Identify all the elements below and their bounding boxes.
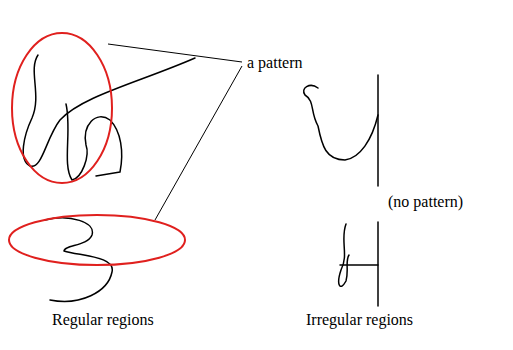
region-caption: Regular regions	[52, 310, 154, 329]
horizontal-line	[340, 264, 378, 266]
leader-line	[108, 44, 242, 62]
vertical-line	[377, 75, 379, 186]
scribble-stroke	[339, 224, 349, 286]
scribble-stroke	[23, 55, 195, 166]
scribble-stroke	[45, 218, 112, 301]
annotation-label: (no pattern)	[388, 192, 463, 211]
region-caption: Irregular regions	[306, 310, 413, 329]
highlight-ellipse	[12, 33, 112, 183]
highlight-ellipse	[9, 215, 185, 265]
leader-line	[155, 66, 242, 220]
scribble-stroke	[66, 104, 122, 180]
annotation-label: a pattern	[247, 53, 303, 72]
vertical-line	[377, 222, 379, 306]
scribble-stroke	[304, 86, 378, 160]
